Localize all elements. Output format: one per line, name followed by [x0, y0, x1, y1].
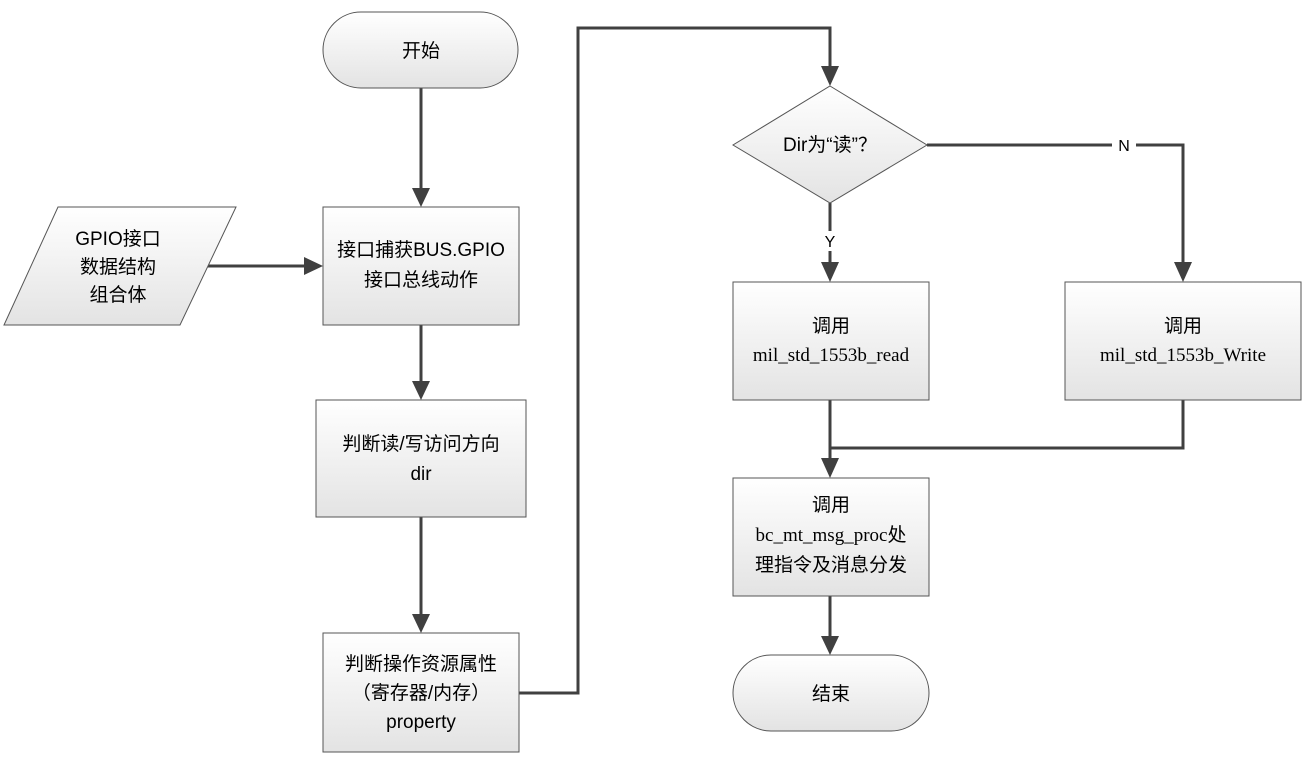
edge-write-merge [830, 400, 1185, 450]
node-text: bc_mt_msg_proc处 [756, 524, 907, 546]
arrowhead [412, 188, 430, 207]
edge-prop-decision [519, 26, 832, 695]
arrowhead [821, 636, 839, 655]
arrowhead [412, 614, 430, 633]
arrowhead [821, 458, 839, 478]
node-text: Dir为“读”？ [783, 134, 877, 156]
end-node: 结束 [732, 654, 930, 732]
call-read-node: 调用 mil_std_1553b_read [732, 281, 930, 401]
judge-property-node: 判断操作资源属性 （寄存器/内存） property [322, 632, 520, 753]
decision-node: Dir为“读”？ [732, 85, 928, 204]
edges [206, 26, 1192, 695]
call-proc-node: 调用 bc_mt_msg_proc处 理指令及消息分发 [732, 477, 930, 597]
node-text: dir [410, 464, 432, 485]
label-bg [819, 231, 841, 251]
node-text: GPIO接口 [75, 228, 161, 250]
arrowhead [412, 381, 430, 400]
node-text: 判断读/写访问方向 [342, 433, 499, 455]
node-text: 调用 [1164, 315, 1202, 337]
arrowhead [304, 257, 323, 275]
arrowhead [821, 262, 839, 282]
edge-decision-write [927, 143, 1185, 264]
node-text: mil_std_1553b_read [753, 345, 910, 366]
node-text: 理指令及消息分发 [755, 554, 907, 576]
node-text: 结束 [812, 683, 850, 705]
node-text: 接口捕获BUS.GPIO [337, 239, 505, 261]
edge-label-no: N [1118, 138, 1130, 155]
gpio-input-node: GPIO接口 数据结构 组合体 [3, 206, 237, 326]
node-text: 调用 [812, 494, 850, 516]
node-text: 数据结构 [80, 256, 156, 278]
node-text: 组合体 [89, 284, 146, 306]
node-text: property [386, 712, 456, 733]
label-bg [1112, 135, 1136, 155]
capture-node: 接口捕获BUS.GPIO 接口总线动作 [322, 206, 520, 326]
start-node: 开始 [322, 11, 519, 89]
arrowhead [1174, 262, 1192, 282]
node-text: 判断操作资源属性 [345, 653, 497, 675]
node-text: （寄存器/内存） [352, 682, 490, 704]
judge-dir-node: 判断读/写访问方向 dir [315, 399, 527, 518]
edge-label-yes: Y [825, 234, 836, 251]
call-write-node: 调用 mil_std_1553b_Write [1064, 281, 1302, 401]
node-text: 接口总线动作 [364, 269, 478, 291]
node-text: 调用 [812, 315, 850, 337]
arrowhead [821, 66, 839, 86]
node-text: 开始 [402, 40, 440, 62]
node-text: mil_std_1553b_Write [1100, 345, 1266, 366]
